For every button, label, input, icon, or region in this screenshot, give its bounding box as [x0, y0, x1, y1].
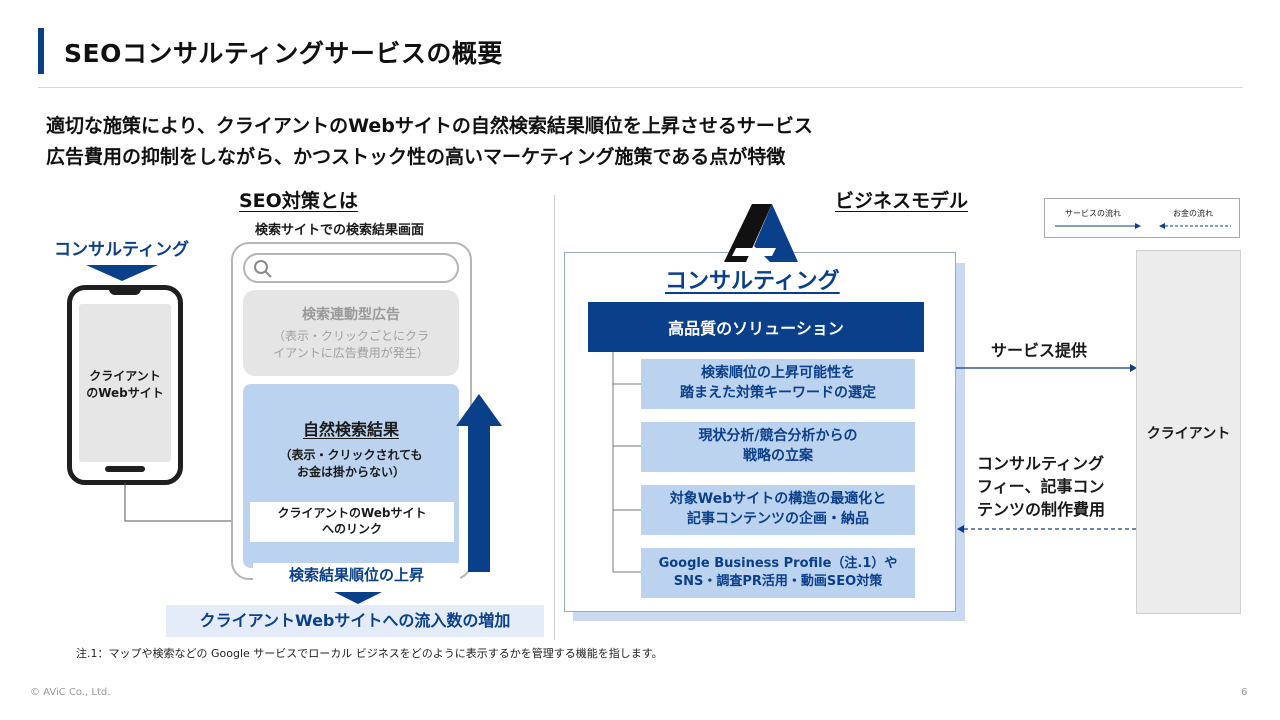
solution-item: 現状分析/競合分析からの戦略の立案	[641, 422, 915, 472]
legend-service-label: サービスの流れ	[1065, 209, 1121, 218]
money-flow-arrow-icon	[957, 525, 1136, 533]
down-triangle-icon	[86, 265, 158, 281]
organic-desc-1: （表示・クリックされても	[279, 448, 423, 462]
phone-link-connector	[124, 483, 250, 522]
ad-desc-2: イアントに広告費用が発生）	[273, 346, 429, 361]
link-text-1: クライアントのWebサイト	[277, 506, 427, 520]
search-ads-box: 検索連動型広告 （表示・クリックごとにクラ イアントに広告費用が発生）	[243, 290, 459, 376]
solution-item-line2: SNS・調査PR活用・動画SEO対策	[673, 574, 883, 589]
solution-item-line1: Google Business Profile（注.1）や	[658, 555, 898, 571]
solution-item: 検索順位の上昇可能性を踏まえた対策キーワードの選定	[641, 359, 915, 409]
copyright: © AViC Co., Ltd.	[30, 687, 111, 698]
phone-text-2: のWebサイト	[86, 385, 164, 400]
phone-screen: クライアント のWebサイト	[79, 304, 171, 462]
phone-home-bar	[105, 466, 145, 472]
solution-item-line1: 検索順位の上昇可能性を	[701, 365, 855, 382]
search-screen-label: 検索サイトでの検索結果画面	[255, 223, 425, 238]
link-text-2: へのリンク	[321, 522, 382, 537]
consulting-title: コンサルティング	[665, 269, 840, 294]
phone-text-1: クライアント	[89, 369, 161, 383]
section-divider	[554, 195, 555, 640]
ad-title: 検索連動型広告	[302, 307, 400, 323]
footnote: 注.1：マップや検索などの Google サービスでローカル ビジネスをどのよう…	[76, 647, 663, 660]
solution-item: Google Business Profile（注.1）や SNS・調査PR活用・…	[641, 548, 915, 598]
solution-item-line2: 踏まえた対策キーワードの選定	[680, 385, 876, 401]
fee-line-2: フィー、記事コン	[977, 477, 1105, 497]
solution-header: 高品質のソリューション	[588, 302, 924, 352]
search-bar	[243, 253, 459, 283]
page-number: 6	[1241, 687, 1248, 698]
solution-item-line1: 対象Webサイトの構造の最適化と	[669, 491, 887, 508]
solution-item-line1: 現状分析/競合分析からの	[698, 428, 858, 445]
solution-item-line2: 戦略の立案	[743, 448, 813, 464]
organic-desc-2: お金は掛からない）	[296, 465, 405, 480]
rank-up-label: 検索結果順位の上昇	[253, 563, 460, 587]
fee-line-3: テンツの制作費用	[977, 500, 1106, 520]
solution-tree-connector	[612, 352, 642, 573]
search-icon	[254, 260, 272, 278]
organic-title: 自然検索結果	[302, 420, 399, 439]
solution-item-line2: 記事コンテンツの企画・納品	[687, 511, 869, 527]
client-box: クライアント	[1136, 250, 1241, 614]
client-link-box: クライアントのWebサイト へのリンク	[250, 502, 454, 542]
company-logo-icon	[724, 204, 798, 262]
lead-line-1: 適切な施策により、クライアントのWebサイトの自然検索結果順位を上昇させるサービ…	[46, 115, 813, 137]
phone-notch	[109, 286, 141, 295]
down-small-triangle-icon	[334, 592, 382, 604]
service-flow-arrow-icon	[956, 364, 1137, 372]
solution-item: 対象Webサイトの構造の最適化と記事コンテンツの企画・納品	[641, 485, 915, 535]
legend-box: サービスの流れ お金の流れ	[1044, 198, 1240, 238]
legend-money-label: お金の流れ	[1173, 209, 1213, 218]
title-divider	[38, 87, 1243, 88]
rank-up-arrow-icon	[456, 394, 502, 572]
legend-arrows-icon	[1055, 223, 1231, 229]
client-label: クライアント	[1146, 426, 1231, 442]
title-accent-bar	[38, 28, 44, 74]
business-model-heading: ビジネスモデル	[835, 190, 969, 212]
page-title: SEOコンサルティングサービスの概要	[64, 39, 503, 68]
ad-desc-1: （表示・クリックごとにクラ	[272, 329, 429, 343]
consulting-label: コンサルティング	[54, 240, 189, 260]
seo-section-heading: SEO対策とは	[239, 190, 358, 212]
service-provide-label: サービス提供	[991, 341, 1088, 360]
traffic-increase-label: クライアントWebサイトへの流入数の増加	[166, 605, 544, 637]
smartphone: クライアント のWebサイト	[67, 285, 183, 485]
fee-line-1: コンサルティング	[977, 454, 1105, 473]
lead-line-2: 広告費用の抑制をしながら、かつストック性の高いマーケティング施策である点が特徴	[46, 146, 786, 168]
